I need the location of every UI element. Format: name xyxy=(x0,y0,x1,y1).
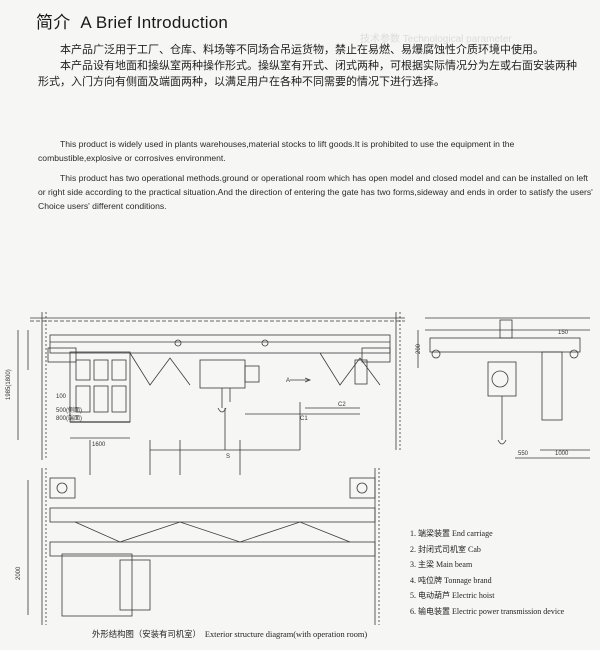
legend-item: 6. 输电装置 Electric power transmission devi… xyxy=(410,606,565,616)
dim-c2: C2 xyxy=(338,402,346,408)
dim-100: 100 xyxy=(56,394,67,400)
dim-800: 800(端面) xyxy=(56,414,82,422)
dim-550: 550 xyxy=(518,451,529,457)
dim-1985: 1985(1800) xyxy=(6,369,12,400)
intro-chinese: 本产品广泛用于工厂、仓库、料场等不同场合吊运货物，禁止在易燃、易爆腐蚀性介质环境… xyxy=(38,42,586,90)
bleed-through-text: 技术参数 Technological parameter xyxy=(360,34,512,45)
dim-500: 500(侧面) xyxy=(56,406,82,414)
front-elevation xyxy=(17,312,405,460)
intro-cn-paragraph-2: 本产品设有地面和操纵室两种操作形式。操纵室有开式、闭式两种，可根据实际情况分为左… xyxy=(38,59,577,88)
component-legend: 1. 端梁装置 End carriage 2. 封闭式司机室 Cab 3. 主梁… xyxy=(410,526,564,619)
figure-caption: 外形结构图（安装有司机室）Exterior structure diagram(… xyxy=(92,628,371,640)
crane-structure-diagram: 1600 1985(1800) A C2 C1 S 500(侧面) 800(端面… xyxy=(6,312,590,625)
dim-c1: C1 xyxy=(300,416,308,422)
legend-item: 5. 电动葫芦 Electric hoist xyxy=(410,591,495,600)
dim-150: 150 xyxy=(558,330,569,336)
legend-item: 3. 主梁 Main beam xyxy=(410,560,473,569)
dim-2000: 2000 xyxy=(16,566,22,580)
plan-view xyxy=(27,440,380,625)
section-title-cn: 简介 xyxy=(36,13,71,32)
section-title: 简介 A Brief Introduction xyxy=(36,8,228,33)
legend-item: 1. 端梁装置 End carriage xyxy=(410,529,493,538)
legend-item: 2. 封闭式司机室 Cab xyxy=(410,544,481,554)
intro-cn-paragraph-1: 本产品广泛用于工厂、仓库、料场等不同场合吊运货物，禁止在易燃、易爆腐蚀性介质环境… xyxy=(60,43,544,56)
section-title-en: A Brief Introduction xyxy=(80,13,229,32)
dim-a: A xyxy=(286,378,290,384)
dim-200: 200 xyxy=(416,343,422,354)
intro-english: This product is widely used in plants wa… xyxy=(38,137,594,219)
caption-cn: 外形结构图（安装有司机室） xyxy=(92,630,201,639)
dim-s: S xyxy=(226,454,230,460)
dim-1600: 1600 xyxy=(92,442,106,448)
intro-en-paragraph-1: This product is widely used in plants wa… xyxy=(38,139,515,163)
dim-1000: 1000 xyxy=(555,451,569,457)
legend-item: 4. 吨位牌 Tonnage brand xyxy=(410,575,492,585)
caption-en: Exterior structure diagram(with operatio… xyxy=(204,630,368,639)
side-view xyxy=(417,317,590,459)
intro-en-paragraph-2: This product has two operational methods… xyxy=(38,173,593,211)
